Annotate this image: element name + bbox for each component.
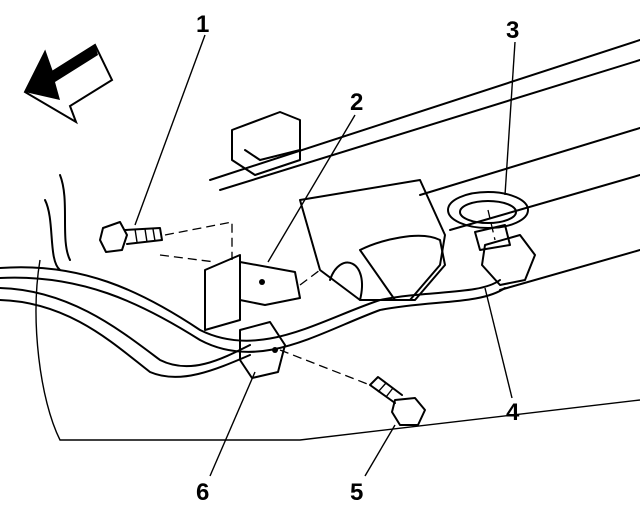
callout-6: 6 [196,479,209,506]
wiring-harness [0,261,506,378]
bracket [204,254,301,331]
callout-1: 1 [196,11,209,38]
harness-clip [239,321,286,379]
bolt-5 [369,376,426,426]
vehicle-body [35,39,640,441]
callout-3: 3 [506,17,519,44]
callout-2: 2 [350,89,363,116]
front-arrow-icon [23,43,114,125]
callout-5: 5 [350,479,363,506]
bolt-1 [99,221,163,253]
callout-4: 4 [506,399,520,426]
